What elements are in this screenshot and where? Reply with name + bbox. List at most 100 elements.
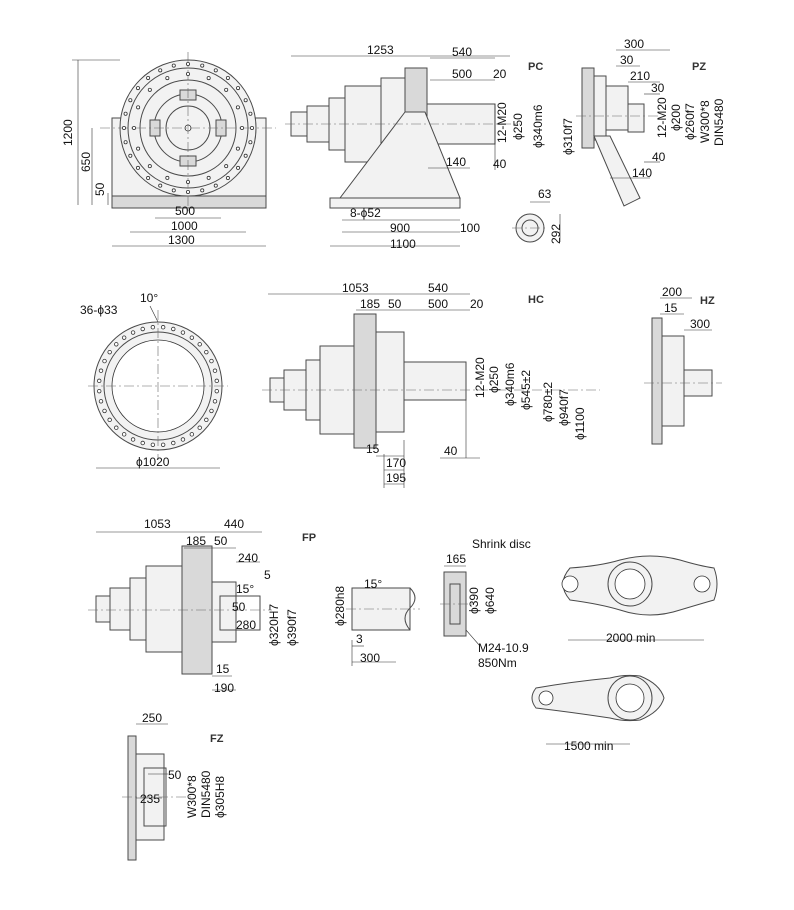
pz-dia-310: ϕ310f7 <box>561 118 575 155</box>
bolt-hole <box>248 140 253 145</box>
bolt-hole <box>180 437 186 442</box>
pc-dim-540: 540 <box>452 45 472 59</box>
fp-dim-190: 190 <box>214 681 234 695</box>
hc-thread: 12-M20 <box>473 357 487 398</box>
fp-dim-280: 280 <box>236 618 256 632</box>
pc-view: PC 1253 540 500 20 12-M20 ϕ250 ϕ340m6 14… <box>285 43 563 251</box>
hc-dia-250: ϕ250 <box>487 366 501 393</box>
bolt-hole <box>114 342 119 347</box>
flange-dia: ϕ1020 <box>136 455 170 469</box>
bolt-hole <box>171 326 176 332</box>
bolt-hole <box>225 176 230 181</box>
hc-dim-1053: 1053 <box>342 281 369 295</box>
fp-dim-50b: 50 <box>232 600 246 614</box>
bolt-hole <box>236 86 241 91</box>
pc-dim-1100: 1100 <box>390 237 416 251</box>
bolt-hole <box>131 126 136 131</box>
bolt-hole <box>206 76 211 81</box>
bolt-hole <box>107 417 112 423</box>
flange-view: 36-ϕ33 10° ϕ1020 <box>80 291 228 469</box>
bolt-hole <box>98 399 104 404</box>
bolt-hole <box>135 86 140 91</box>
bolt-hole <box>146 176 151 181</box>
bolt-hole <box>140 326 145 332</box>
pz-dim-300: 300 <box>624 37 644 51</box>
shrink-dim-165: 165 <box>446 552 466 566</box>
bolt-hole <box>248 111 253 116</box>
pz-dim-140: 140 <box>632 166 652 180</box>
pc-base-holes: 8-ϕ52 <box>350 206 381 220</box>
bolt-hole <box>189 432 195 437</box>
bolt-hole <box>150 442 156 447</box>
pc-dia-340: ϕ340m6 <box>531 104 545 148</box>
bolt-hole <box>165 175 170 180</box>
front-dim-1200: 1200 <box>61 119 75 146</box>
front-view: 1200 650 50 500 1000 1300 <box>61 52 276 247</box>
fp-dim-50a: 50 <box>214 534 228 548</box>
front-dim-50: 50 <box>93 182 107 196</box>
front-dim-1300: 1300 <box>168 233 195 247</box>
hc-dim-195: 195 <box>386 471 406 485</box>
shaft-dia: ϕ280h8 <box>333 586 347 626</box>
shrink-dia-390: ϕ390 <box>467 587 481 614</box>
bolt-hole <box>206 175 211 180</box>
bolt-hole <box>136 146 141 151</box>
bolt-hole <box>209 408 214 414</box>
fp-dia-320: ϕ320H7 <box>267 604 281 646</box>
bolt-hole <box>158 68 163 73</box>
hc-dim-185: 185 <box>360 297 380 311</box>
fz-title: FZ <box>210 733 224 745</box>
bolt-hole <box>135 165 140 170</box>
fz-dia-305: ϕ305H8 <box>213 776 227 818</box>
fp-title: FP <box>302 532 316 544</box>
shaft-view: 15° ϕ280h8 3 300 <box>333 577 420 666</box>
bolt-hole <box>189 335 195 340</box>
pc-dim-100: 100 <box>460 221 480 235</box>
bolt-hole <box>107 349 112 355</box>
fp-dim-1053: 1053 <box>144 517 171 531</box>
bolt-hole <box>235 146 240 151</box>
fp-dim-5: 5 <box>264 568 271 582</box>
hc-dim-15: 15 <box>366 442 380 456</box>
fz-view: FZ 250 50 235 W300*8 DIN5480 ϕ305H8 <box>122 711 227 861</box>
bolt-hole <box>102 358 107 364</box>
bolt-hole <box>128 98 133 103</box>
bolt-hole <box>130 330 136 335</box>
shrink-dia-640: ϕ640 <box>483 587 497 614</box>
bolt-hole <box>185 62 190 67</box>
bolt-hole <box>165 76 170 81</box>
pc-dim-900: 900 <box>390 221 410 235</box>
front-dim-500: 500 <box>175 204 195 218</box>
hc-dim-170: 170 <box>386 456 406 470</box>
shaft-dim-3: 3 <box>356 632 363 646</box>
shrink-title: Shrink disc <box>472 537 531 551</box>
bolt-hole <box>185 189 190 194</box>
hc-title: HC <box>528 294 544 306</box>
bolt-hole <box>235 105 240 110</box>
bolt-hole <box>225 75 230 80</box>
bolt-hole <box>146 75 151 80</box>
bolt-hole <box>180 330 186 335</box>
pc-title: PC <box>528 61 543 73</box>
bolt-hole <box>140 440 145 446</box>
fp-dim-185: 185 <box>186 534 206 548</box>
fz-dim-250: 250 <box>142 711 162 725</box>
pz-dia-260: ϕ260f7 <box>683 103 697 140</box>
pc-dim-20: 20 <box>493 67 507 81</box>
bolt-hole <box>212 399 218 404</box>
pz-dim-40: 40 <box>652 150 666 164</box>
bolt-hole <box>171 188 176 193</box>
pz-spline: W300*8 <box>698 100 712 143</box>
pc-dim-1253: 1253 <box>367 43 394 57</box>
bolt-hole <box>197 342 202 347</box>
bolt-hole <box>243 98 248 103</box>
fp-view: FP 1053 440 185 50 240 5 15° 50 280 ϕ320… <box>88 517 316 695</box>
front-dim-650: 650 <box>79 152 93 172</box>
fp-dim-240: 240 <box>238 551 258 565</box>
bolt-hole <box>128 153 133 158</box>
bolt-hole <box>114 425 119 430</box>
bolt-hole <box>243 153 248 158</box>
pc-thread: 12-M20 <box>495 102 509 143</box>
fp-dim-15: 15 <box>216 662 230 676</box>
